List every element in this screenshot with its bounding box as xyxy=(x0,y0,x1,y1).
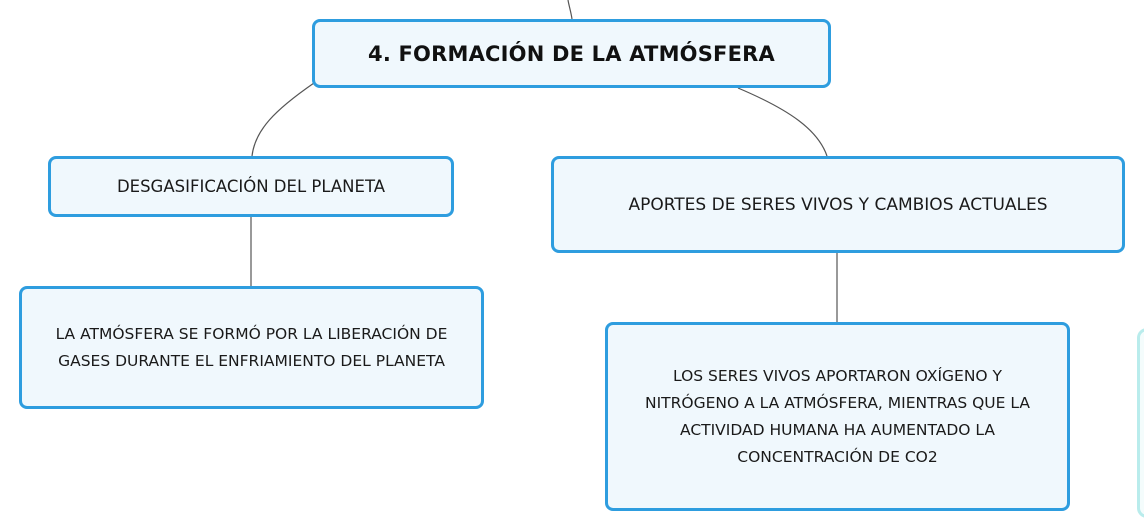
connector-root-to-desgasificacion xyxy=(251,82,315,157)
branch-label-aportes: APORTES DE SERES VIVOS Y CAMBIOS ACTUALE… xyxy=(628,194,1048,215)
leaf-node-aportes-detail[interactable]: LOS SERES VIVOS APORTARON OXÍGENO Y NITR… xyxy=(605,322,1070,511)
root-topic-label: 4. FORMACIÓN DE LA ATMÓSFERA xyxy=(368,41,775,66)
root-topic-node[interactable]: 4. FORMACIÓN DE LA ATMÓSFERA xyxy=(312,19,831,88)
connector-root-to-aportes xyxy=(737,87,828,157)
branch-node-desgasificacion[interactable]: DESGASIFICACIÓN DEL PLANETA xyxy=(48,156,454,217)
leaf-label-aportes-detail: LOS SERES VIVOS APORTARON OXÍGENO Y NITR… xyxy=(645,366,1030,466)
partial-node-offscreen[interactable] xyxy=(1137,328,1144,518)
leaf-label-desgasificacion-detail: LA ATMÓSFERA SE FORMÓ POR LA LIBERACIÓN … xyxy=(55,324,448,370)
branch-label-desgasificacion: DESGASIFICACIÓN DEL PLANETA xyxy=(116,177,386,196)
branch-node-aportes[interactable]: APORTES DE SERES VIVOS Y CAMBIOS ACTUALE… xyxy=(551,156,1125,253)
leaf-node-desgasificacion-detail[interactable]: LA ATMÓSFERA SE FORMÓ POR LA LIBERACIÓN … xyxy=(19,286,484,409)
connector-parent-to-root xyxy=(567,0,573,20)
